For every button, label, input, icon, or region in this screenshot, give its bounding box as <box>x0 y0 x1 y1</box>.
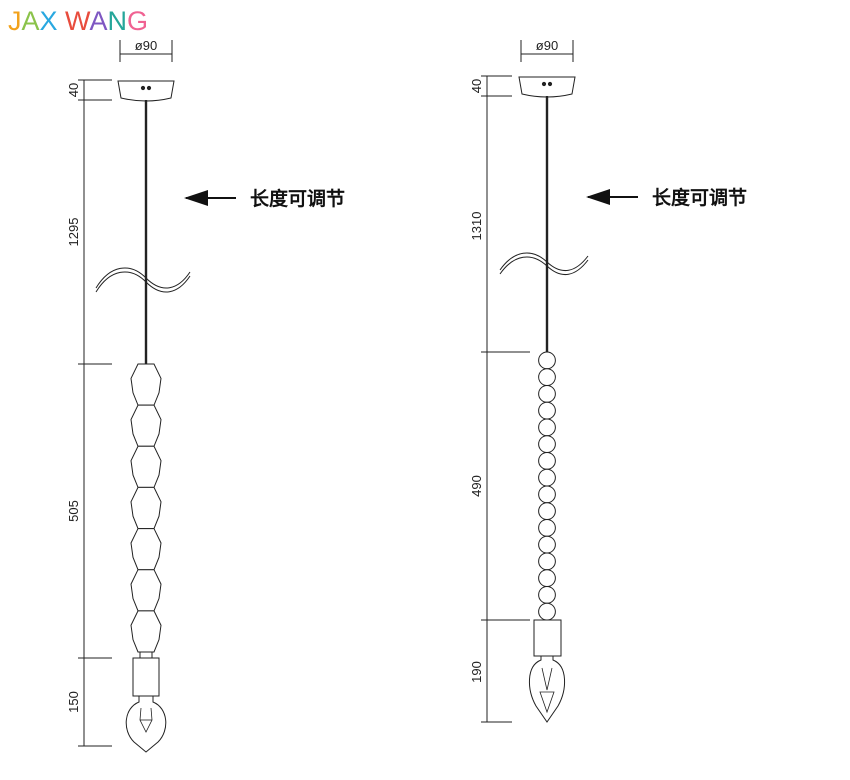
right-canopy-height: 40 <box>469 79 484 93</box>
round-bead <box>538 552 556 571</box>
round-bead <box>538 401 556 420</box>
faceted-bead <box>130 528 162 571</box>
brand-logo: JAX WANG <box>8 6 148 37</box>
faceted-bead <box>130 404 162 447</box>
round-bead <box>538 468 556 487</box>
right-adjustable-note: 长度可调节 <box>652 186 747 209</box>
round-bead <box>538 502 556 520</box>
round-bead <box>538 569 556 587</box>
logo-letter: A <box>21 6 40 36</box>
round-bead <box>538 418 556 437</box>
round-bead <box>538 535 556 554</box>
round-bead <box>538 602 556 621</box>
faceted-bead <box>130 486 162 530</box>
round-bead <box>538 368 556 386</box>
faceted-bead <box>130 445 162 488</box>
left-canopy-height: 40 <box>66 83 81 97</box>
right-shade-length: 490 <box>469 475 484 497</box>
light-bulb <box>125 695 167 753</box>
logo-letter: A <box>89 6 108 36</box>
right-cable-length: 1310 <box>469 212 484 241</box>
faceted-bead-column <box>130 363 162 653</box>
logo-letter: N <box>107 6 128 36</box>
left-adjustable-note: 长度可调节 <box>250 187 345 210</box>
right-canopy-width: ø90 <box>536 38 558 53</box>
ceiling-canopy <box>117 80 175 102</box>
round-bead <box>538 435 556 453</box>
logo-letter: G <box>127 6 149 36</box>
faceted-bead <box>130 569 162 612</box>
left-shade-length: 505 <box>66 500 81 522</box>
logo-letter: X <box>39 6 58 36</box>
right-holder-length: 190 <box>469 661 484 683</box>
faceted-bead <box>130 363 162 406</box>
faceted-bead <box>130 610 162 653</box>
round-bead-column <box>538 351 556 621</box>
left-cable-length: 1295 <box>66 218 81 247</box>
round-bead <box>538 351 556 370</box>
round-bead <box>538 452 556 470</box>
round-bead <box>538 519 556 537</box>
lamp-holder <box>533 619 562 657</box>
logo-letter: W <box>65 6 90 36</box>
right-lamp <box>481 40 638 723</box>
left-lamp <box>78 40 236 753</box>
ceiling-canopy <box>518 76 576 98</box>
round-bead <box>538 385 556 403</box>
logo-letter: J <box>8 6 22 36</box>
left-canopy-width: ø90 <box>135 38 157 53</box>
right-lamp-labels: ø90 40 1310 490 190 长度可调节 <box>469 38 747 683</box>
round-bead <box>538 586 556 604</box>
lamp-holder <box>132 657 160 697</box>
round-bead <box>538 485 556 504</box>
left-lamp-labels: ø90 40 1295 505 150 长度可调节 <box>66 38 345 713</box>
left-holder-length: 150 <box>66 691 81 713</box>
